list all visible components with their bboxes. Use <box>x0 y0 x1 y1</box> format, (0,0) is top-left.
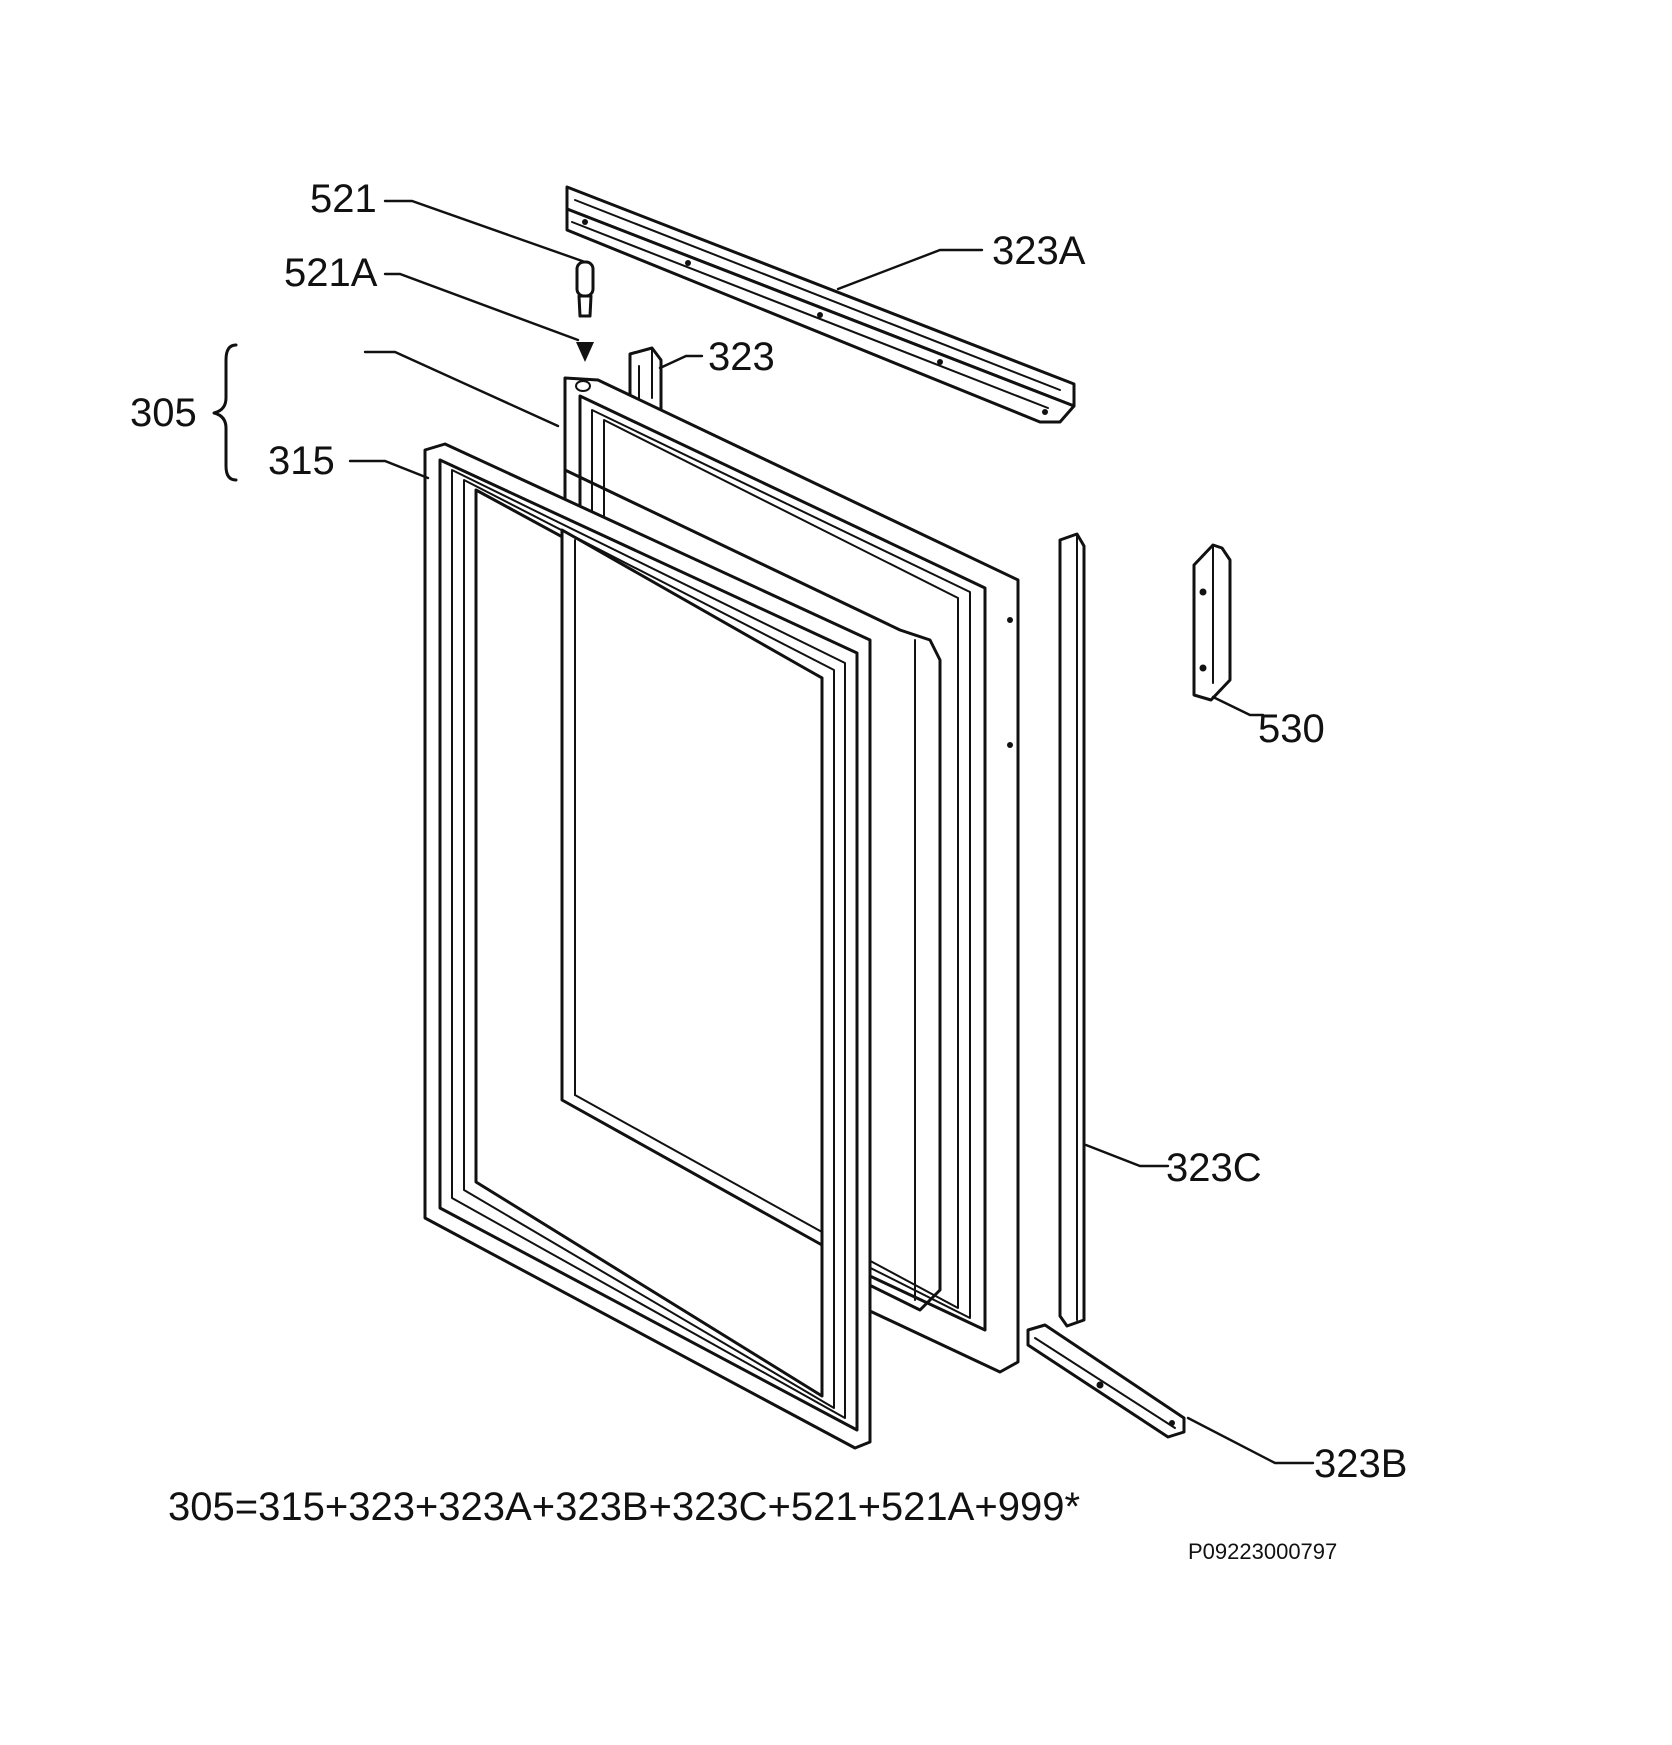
leader-lines <box>348 199 1315 1465</box>
callout-323c: 323C <box>1166 1146 1262 1190</box>
callout-323b: 323B <box>1314 1442 1407 1486</box>
callout-323a: 323A <box>992 229 1086 273</box>
assembly-formula: 305=315+323+323A+323B+323C+521+521A+999* <box>168 1485 1080 1529</box>
assembly-brace <box>212 343 238 482</box>
callout-521: 521 <box>310 177 377 221</box>
washer-521a <box>576 342 594 362</box>
callout-323: 323 <box>708 335 775 379</box>
hinge-pin-521 <box>575 260 595 318</box>
gasket-315 <box>423 442 872 1450</box>
callout-315: 315 <box>268 439 335 483</box>
bottom-rail-323b <box>1026 1323 1186 1439</box>
callout-521a: 521A <box>284 251 378 295</box>
top-rail-323a <box>565 185 1076 424</box>
side-strip-323c <box>1058 532 1086 1328</box>
hinge-bracket-530 <box>1192 543 1232 702</box>
callout-530: 530 <box>1258 707 1325 751</box>
callout-305: 305 <box>130 391 197 435</box>
document-id: P09223000797 <box>1188 1539 1337 1564</box>
